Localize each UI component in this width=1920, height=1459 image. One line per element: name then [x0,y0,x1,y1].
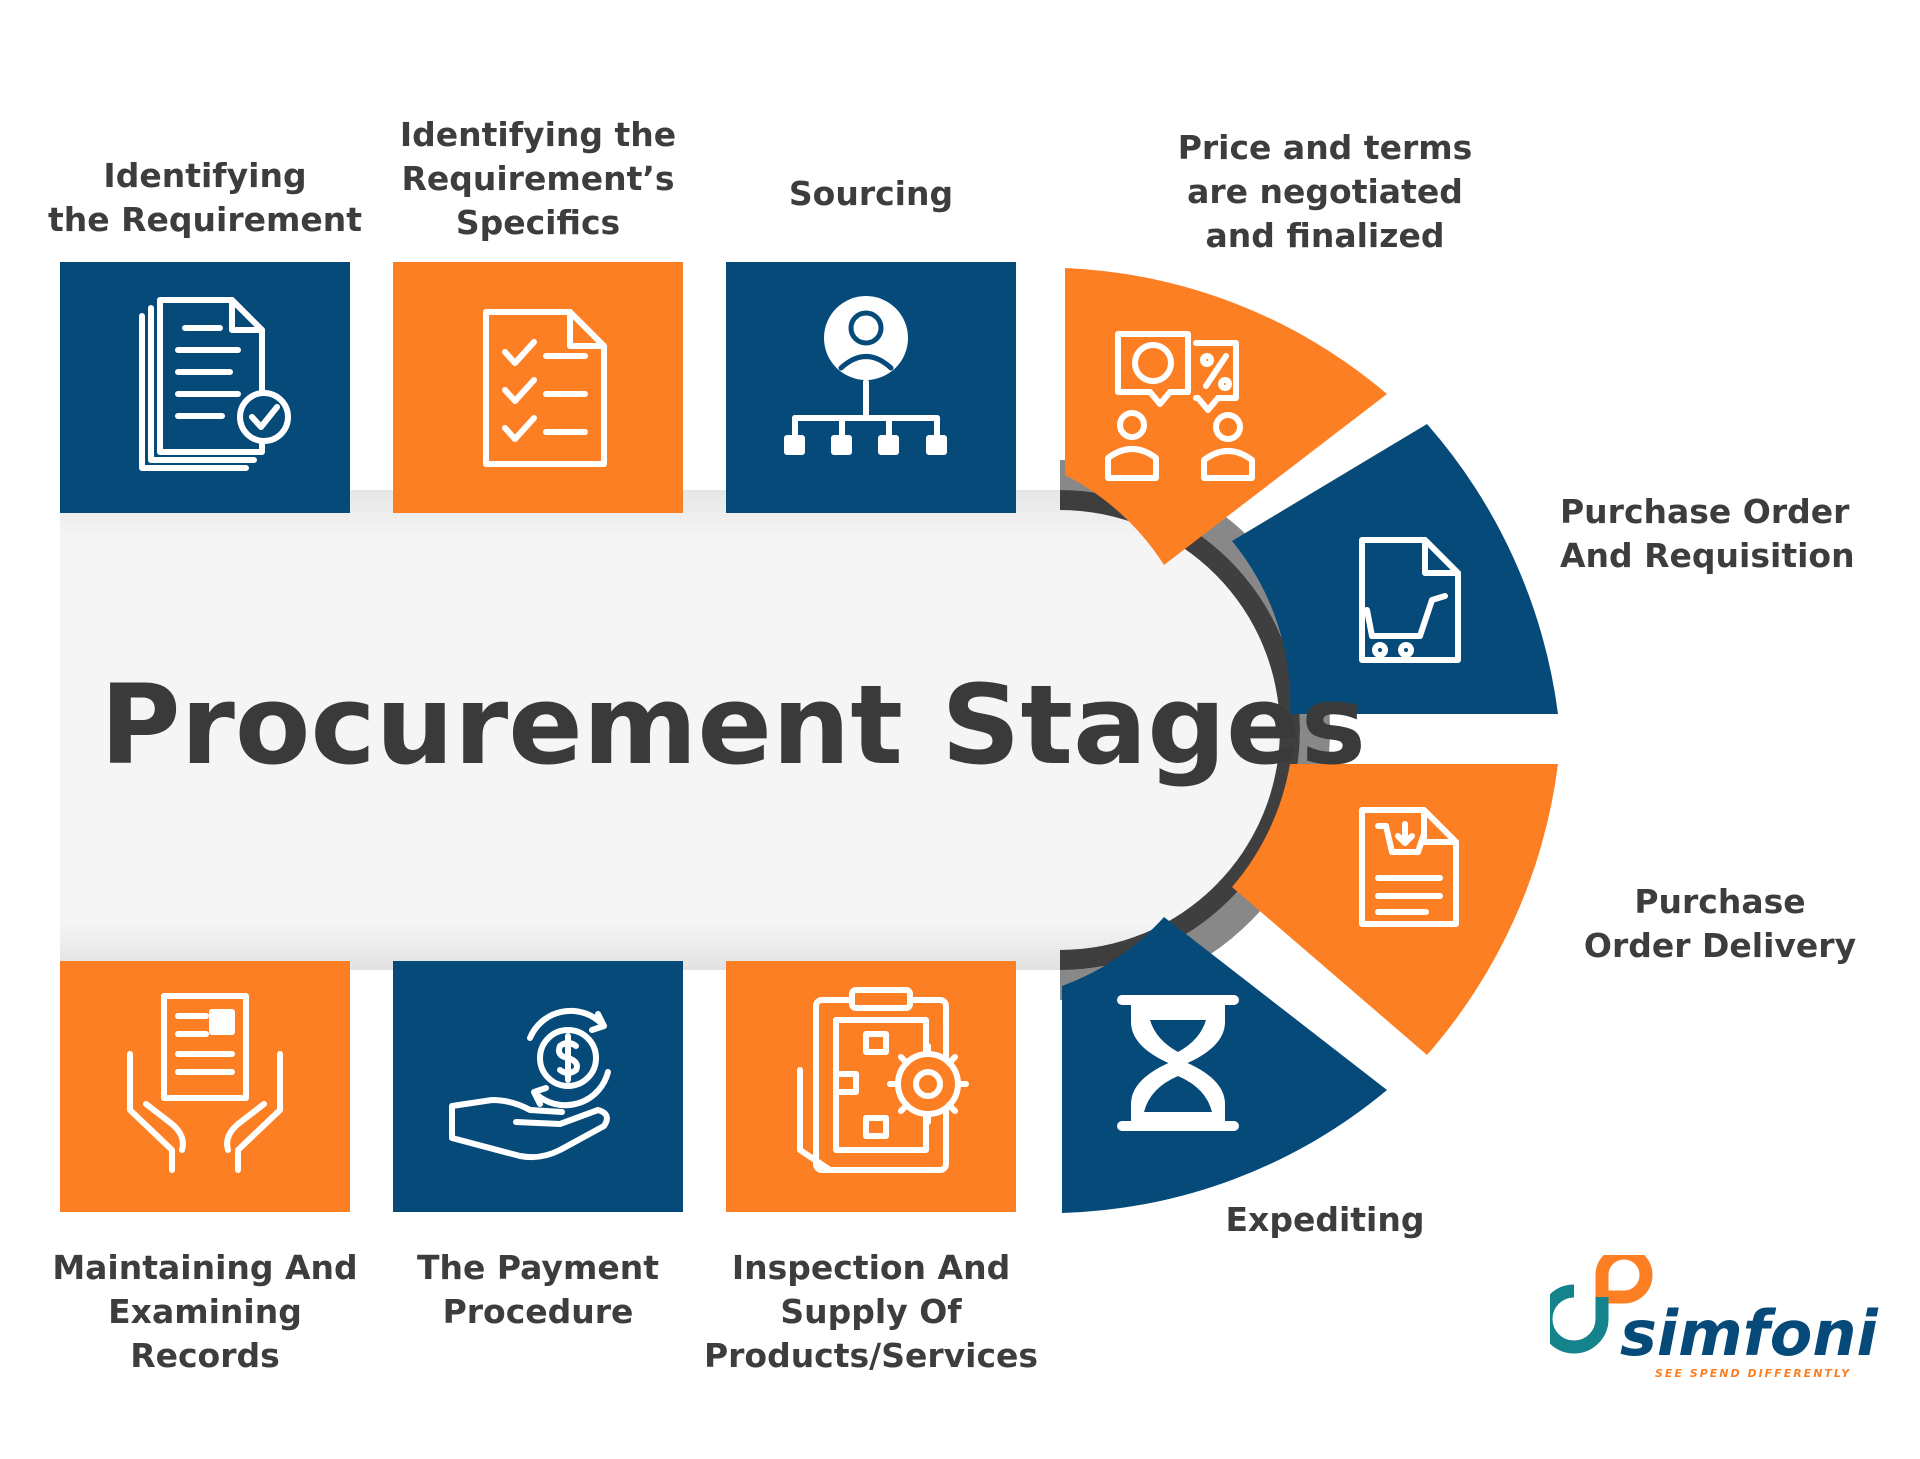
stage-square-2 [393,262,683,513]
order-download-icon [1359,807,1459,927]
stage-sector-5 [1232,424,1558,714]
inspection-gear-icon [797,987,969,1173]
documents-check-icon [139,297,291,471]
stage-label-5: Purchase Order And Requisition [1560,492,1855,575]
central-band [60,490,1300,970]
stage-label-10: Maintaining And Examining Records [52,1248,358,1375]
stage-label-6: Purchase Order Delivery [1583,882,1857,965]
stage-label-1: Identifying the Requirement [47,156,363,239]
hands-record-icon [127,993,283,1173]
stage-label-2: Identifying the Requirement’s Specifics [399,115,677,242]
svg-text:SEE SPEND DIFFERENTLY: SEE SPEND DIFFERENTLY [1655,1367,1851,1380]
stage-sector-7 [1062,917,1387,1213]
svg-text:simfoni: simfoni [1620,1297,1878,1370]
stage-label-3: Sourcing [788,174,954,213]
hourglass-icon [1117,995,1239,1131]
stage-square-9 [393,961,683,1212]
stage-label-4: Price and terms are negotiated and final… [1177,128,1473,255]
cart-document-icon [1359,537,1461,663]
stage-label-7: Expediting [1225,1200,1425,1239]
simfoni-logo: simfoni SEE SPEND DIFFERENTLY [1539,1246,1880,1390]
stage-label-9: The Payment Procedure [417,1248,659,1331]
stage-square-10 [60,961,350,1212]
negotiation-icon [1105,331,1255,481]
hand-dollar-icon [449,1007,611,1161]
stage-label-8: Inspection And Supply Of Products/Servic… [703,1248,1039,1375]
diagram-title: Procurement Stages [100,661,1367,789]
checklist-icon [483,309,607,467]
simfoni-logo-mark: simfoni SEE SPEND DIFFERENTLY [1539,1246,1878,1380]
org-chart-icon [784,296,947,455]
